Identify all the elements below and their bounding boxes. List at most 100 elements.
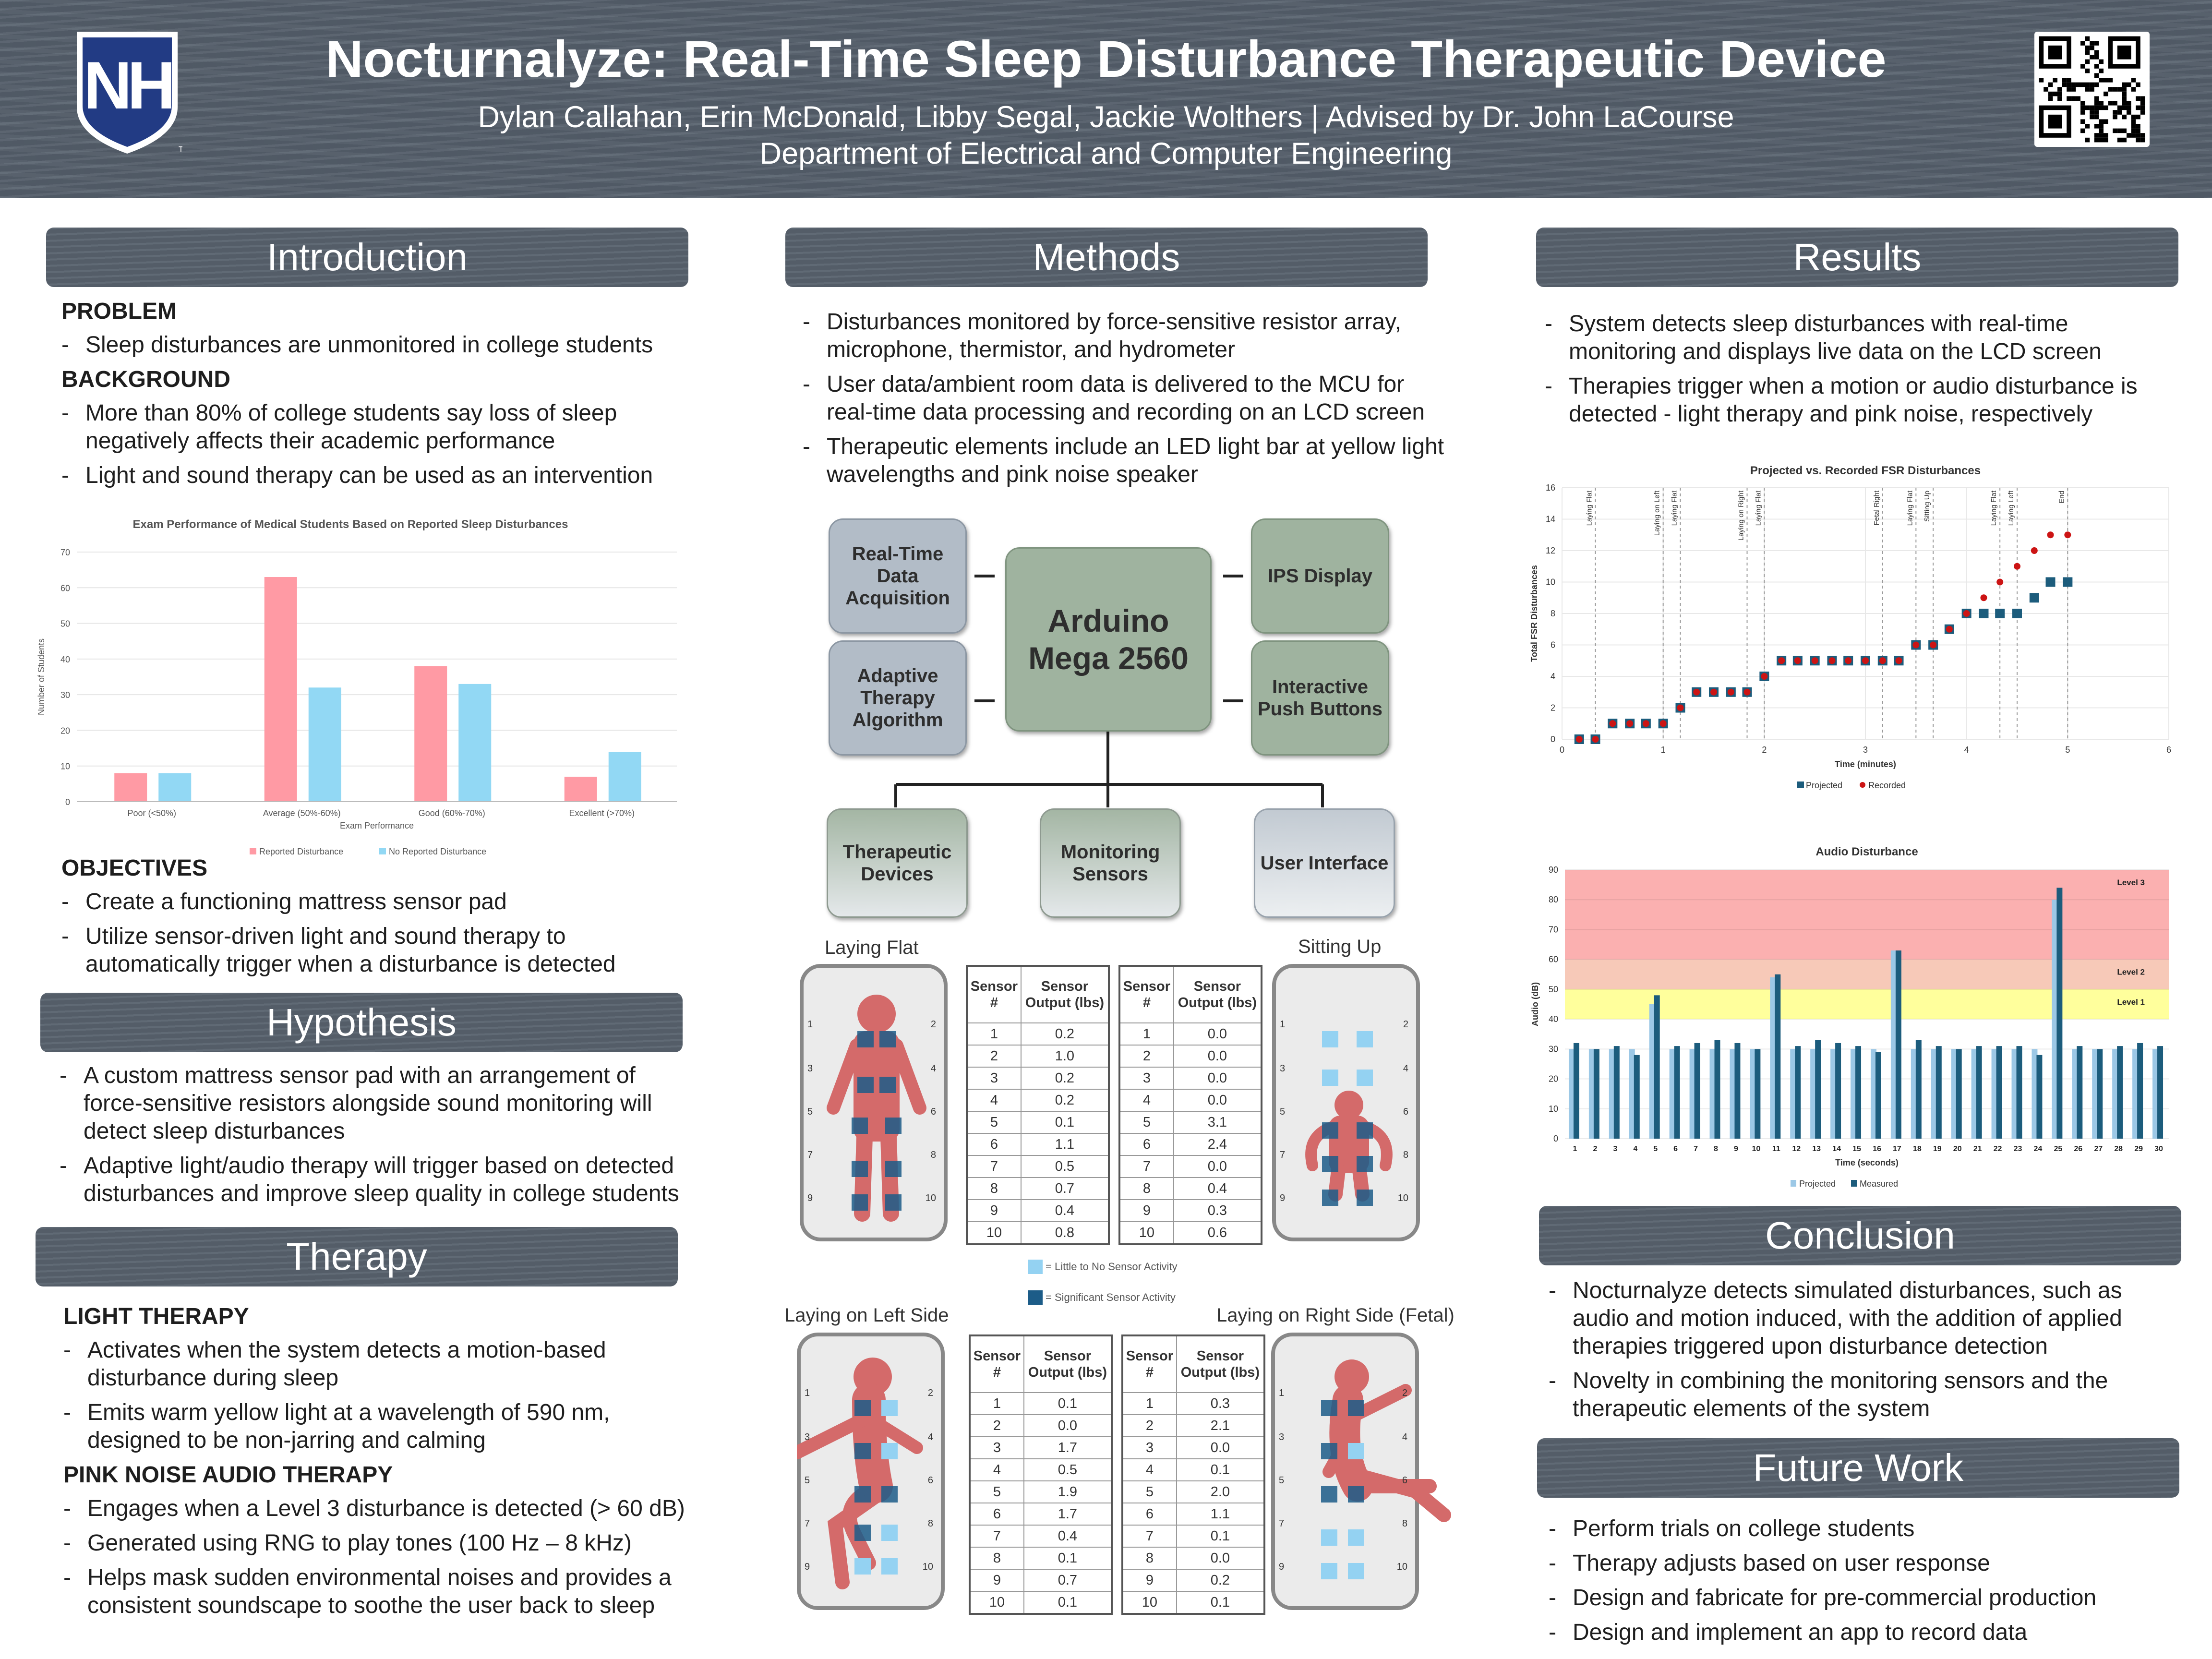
sensor-number: 1 [966, 1022, 1022, 1046]
y-tick-label: 40 [60, 655, 70, 664]
x-axis-label: Exam Performance [340, 821, 414, 830]
pad-sensor-number: 5 [805, 1475, 810, 1486]
projected-point [1979, 609, 1989, 618]
qr-module [2131, 114, 2136, 120]
sensor-square [1322, 1190, 1338, 1206]
objectives-title: OBJECTIVES [61, 855, 208, 881]
sensor-output: 0.1 [1023, 1392, 1113, 1415]
qr-module [2094, 137, 2099, 143]
sensor-square [1348, 1443, 1364, 1459]
sensor-square [854, 1486, 871, 1503]
recorded-point [1946, 625, 1953, 633]
y-tick-label: 30 [60, 690, 70, 700]
legend-swatch-reported [250, 848, 256, 854]
pad-sensor-number: 1 [1280, 1019, 1285, 1030]
sensor-number: 8 [969, 1547, 1024, 1570]
legend-no-reported: No Reported Disturbance [389, 847, 486, 856]
legend-measured: Measured [1860, 1179, 1898, 1189]
x-tick-label: 16 [1873, 1145, 1881, 1153]
label-sitting-up: Sitting Up [1298, 936, 1382, 957]
y-tick-label: 50 [1549, 985, 1558, 994]
qr-module [2131, 133, 2136, 138]
qr-module [2099, 124, 2104, 129]
sensor-square [852, 1118, 868, 1134]
future-work-section: Perform trials on college studentsTherap… [1549, 1515, 2168, 1653]
block-monitoring-sensors: Monitoring Sensors [1040, 808, 1181, 918]
sensor-square [854, 1400, 871, 1416]
bar-projected [2052, 900, 2058, 1139]
qr-module [2108, 78, 2113, 83]
qr-module [2099, 59, 2104, 64]
sensor-number: 9 [1119, 1199, 1174, 1222]
qr-module [2067, 78, 2071, 83]
qr-module [2094, 82, 2099, 87]
annotation-label: Laying on Left [1653, 490, 1661, 536]
legend-swatch-recorded [1860, 782, 1865, 788]
sensor-square [1322, 1156, 1338, 1172]
sensor-square [1322, 1122, 1338, 1139]
qr-finder-core [2048, 114, 2062, 129]
conclusion-item: Nocturnalyze detects simulated disturban… [1549, 1277, 2168, 1360]
bar-projected [1810, 1049, 1816, 1139]
problem-title: PROBLEM [61, 299, 177, 324]
qr-module [2062, 82, 2067, 87]
sensor-output: 0.1 [1176, 1458, 1265, 1481]
bar-projected [1588, 1049, 1595, 1139]
sensor-output: 0.0 [1173, 1155, 1262, 1178]
bar-measured [2077, 1046, 2083, 1139]
recorded-point [1677, 704, 1684, 711]
annotation-label: Sitting Up [1923, 491, 1931, 522]
sensor-output: 2.1 [1176, 1414, 1265, 1437]
future-work-heading: Future Work [1537, 1438, 2179, 1498]
sensor-output: 0.0 [1173, 1022, 1262, 1046]
qr-module [2140, 133, 2145, 138]
x-tick-label: 6 [1673, 1145, 1678, 1153]
hypothesis-item: Adaptive light/audio therapy will trigge… [60, 1152, 693, 1208]
recorded-point [2064, 531, 2071, 539]
bar-measured [1996, 1046, 2002, 1139]
sensor-number: 5 [966, 1111, 1022, 1134]
bar-measured [2016, 1046, 2022, 1139]
y-tick-label: 8 [1551, 609, 1555, 618]
sensor-number: 8 [966, 1177, 1022, 1200]
sensor-number: 7 [1122, 1525, 1177, 1548]
unh-logo: NH TM [77, 32, 182, 154]
qr-module [2090, 105, 2094, 110]
legend-swatch-projected [1797, 781, 1804, 788]
sensor-output: 2.0 [1176, 1480, 1265, 1503]
pad-sensor-number: 8 [1403, 1150, 1408, 1160]
x-tick-label: 22 [1994, 1145, 2002, 1153]
projected-point [2045, 577, 2056, 587]
methods-item: Therapeutic elements include an LED ligh… [803, 433, 1446, 489]
col-header-sensor: Sensor # [1122, 1335, 1177, 1393]
legend-swatch-measured [1851, 1180, 1857, 1187]
sensor-number: 7 [1119, 1155, 1174, 1178]
bar-measured [1936, 1046, 1942, 1139]
bar-measured [1956, 1049, 1962, 1139]
pad-sensor-number: 4 [1402, 1432, 1407, 1443]
recorded-point [1710, 688, 1717, 696]
sensor-number: 9 [1122, 1569, 1177, 1592]
qr-module [2099, 105, 2104, 110]
qr-finder-core [2117, 45, 2131, 60]
qr-code-icon[interactable] [2034, 32, 2150, 147]
sensor-square [1321, 1486, 1337, 1503]
legend-swatch-light [1028, 1260, 1043, 1274]
annotation-label: Laying Left [2007, 490, 2015, 526]
figure-arm [890, 1039, 926, 1115]
sensor-output: 0.1 [1023, 1547, 1113, 1570]
sensor-output: 0.3 [1173, 1199, 1262, 1222]
future-work-item: Design and implement an app to record da… [1549, 1619, 2168, 1647]
sensor-square [1348, 1529, 1364, 1546]
results-section: System detects sleep disturbances with r… [1545, 310, 2174, 435]
qr-module [2108, 101, 2113, 106]
block-realtime-acquisition: Real-Time Data Acquisition [829, 518, 967, 634]
qr-module [2131, 119, 2136, 124]
